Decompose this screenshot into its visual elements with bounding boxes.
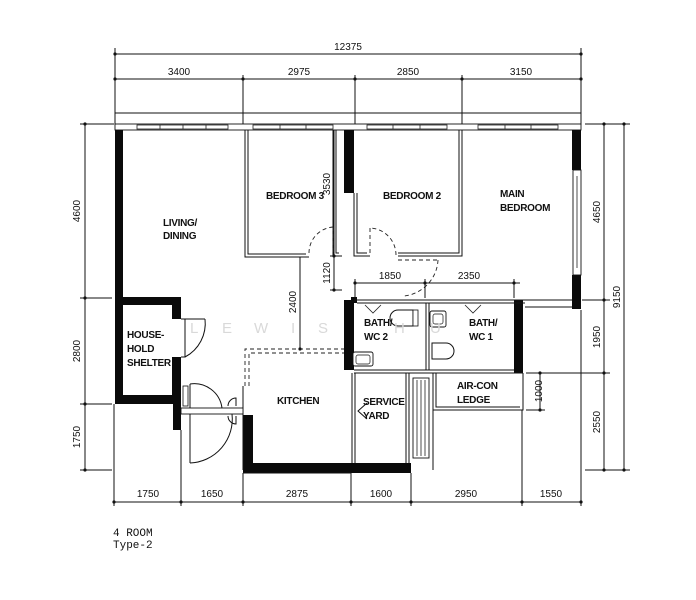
dim-bath1-width: 2350: [458, 271, 481, 282]
dim-right-3: 2550: [592, 410, 603, 433]
label-household-shelter: HOUSE- HOLD SHELTER: [127, 330, 172, 369]
dim-left-1: 4600: [72, 199, 83, 222]
dim-bottom-2: 1650: [201, 489, 224, 500]
svg-text:S: S: [318, 320, 328, 337]
structural-walls: [115, 130, 581, 473]
label-living-dining: LIVING/ DINING: [163, 218, 200, 242]
dim-top-2: 2975: [288, 67, 311, 78]
dim-left-3: 1750: [72, 425, 83, 448]
top-windows: [100, 123, 600, 131]
dim-bottom-5: 2950: [455, 489, 478, 500]
plan-title: 4 ROOM: [113, 528, 153, 540]
fixtures: [352, 309, 455, 367]
plan-subtitle: Type-2: [113, 540, 153, 552]
label-bath-wc2: BATH/ WC 2: [364, 318, 395, 343]
svg-text:W: W: [254, 320, 269, 337]
top-dimensions: 12375 3400 2975 2850 3150: [113, 42, 583, 125]
label-aircon-ledge: AIR-CON LEDGE: [457, 381, 500, 406]
room-labels: LIVING/ DINING BEDROOM 3 BEDROOM 2 MAIN …: [127, 189, 550, 422]
bottom-dimensions: 1750 1650 2875 1600 2950 1550: [112, 404, 583, 506]
dim-top-4: 3150: [510, 67, 533, 78]
partitions: [180, 130, 582, 474]
dim-bedroom3-depth: 3530: [322, 172, 333, 195]
svg-text:H: H: [394, 320, 405, 337]
dim-kitchen-offset: 2400: [288, 290, 299, 313]
dim-bath2-width: 1850: [379, 271, 402, 282]
dim-ledge-depth: 1000: [534, 379, 545, 402]
svg-text:I: I: [291, 320, 295, 337]
dim-bottom-4: 1600: [370, 489, 393, 500]
watermark: L E W I S H U: [190, 320, 441, 337]
svg-text:E: E: [222, 320, 232, 337]
label-bedroom-2: BEDROOM 2: [383, 191, 442, 202]
dim-bottom-3: 2875: [286, 489, 309, 500]
dim-right-2: 1950: [592, 325, 603, 348]
label-kitchen: KITCHEN: [277, 396, 319, 407]
dim-top-3: 2850: [397, 67, 420, 78]
dim-left-2: 2800: [72, 339, 83, 362]
inner-dimensions: 3530 1120 2400 1850 2350: [288, 130, 520, 351]
label-bedroom-3: BEDROOM 3: [266, 191, 325, 202]
svg-text:U: U: [430, 320, 441, 337]
svg-text:L: L: [190, 320, 198, 337]
label-main-bedroom: MAIN BEDROOM: [500, 189, 550, 214]
label-service-yard: SERVICE YARD: [363, 397, 407, 422]
label-bath-wc1: BATH/ WC 1: [469, 318, 500, 343]
dim-corridor: 1120: [322, 262, 333, 284]
left-dimensions: 4600 2800 1750: [72, 122, 112, 472]
dim-bottom-1: 1750: [137, 489, 160, 500]
right-dimensions: 4650 1950 2550 9150 1000: [526, 122, 630, 472]
dim-top-1: 3400: [168, 67, 191, 78]
dim-bottom-6: 1550: [540, 489, 563, 500]
dim-right-1: 4650: [592, 200, 603, 223]
dim-right-overall: 9150: [612, 285, 623, 308]
dim-overall-width: 12375: [334, 42, 362, 53]
doors: [180, 226, 482, 464]
